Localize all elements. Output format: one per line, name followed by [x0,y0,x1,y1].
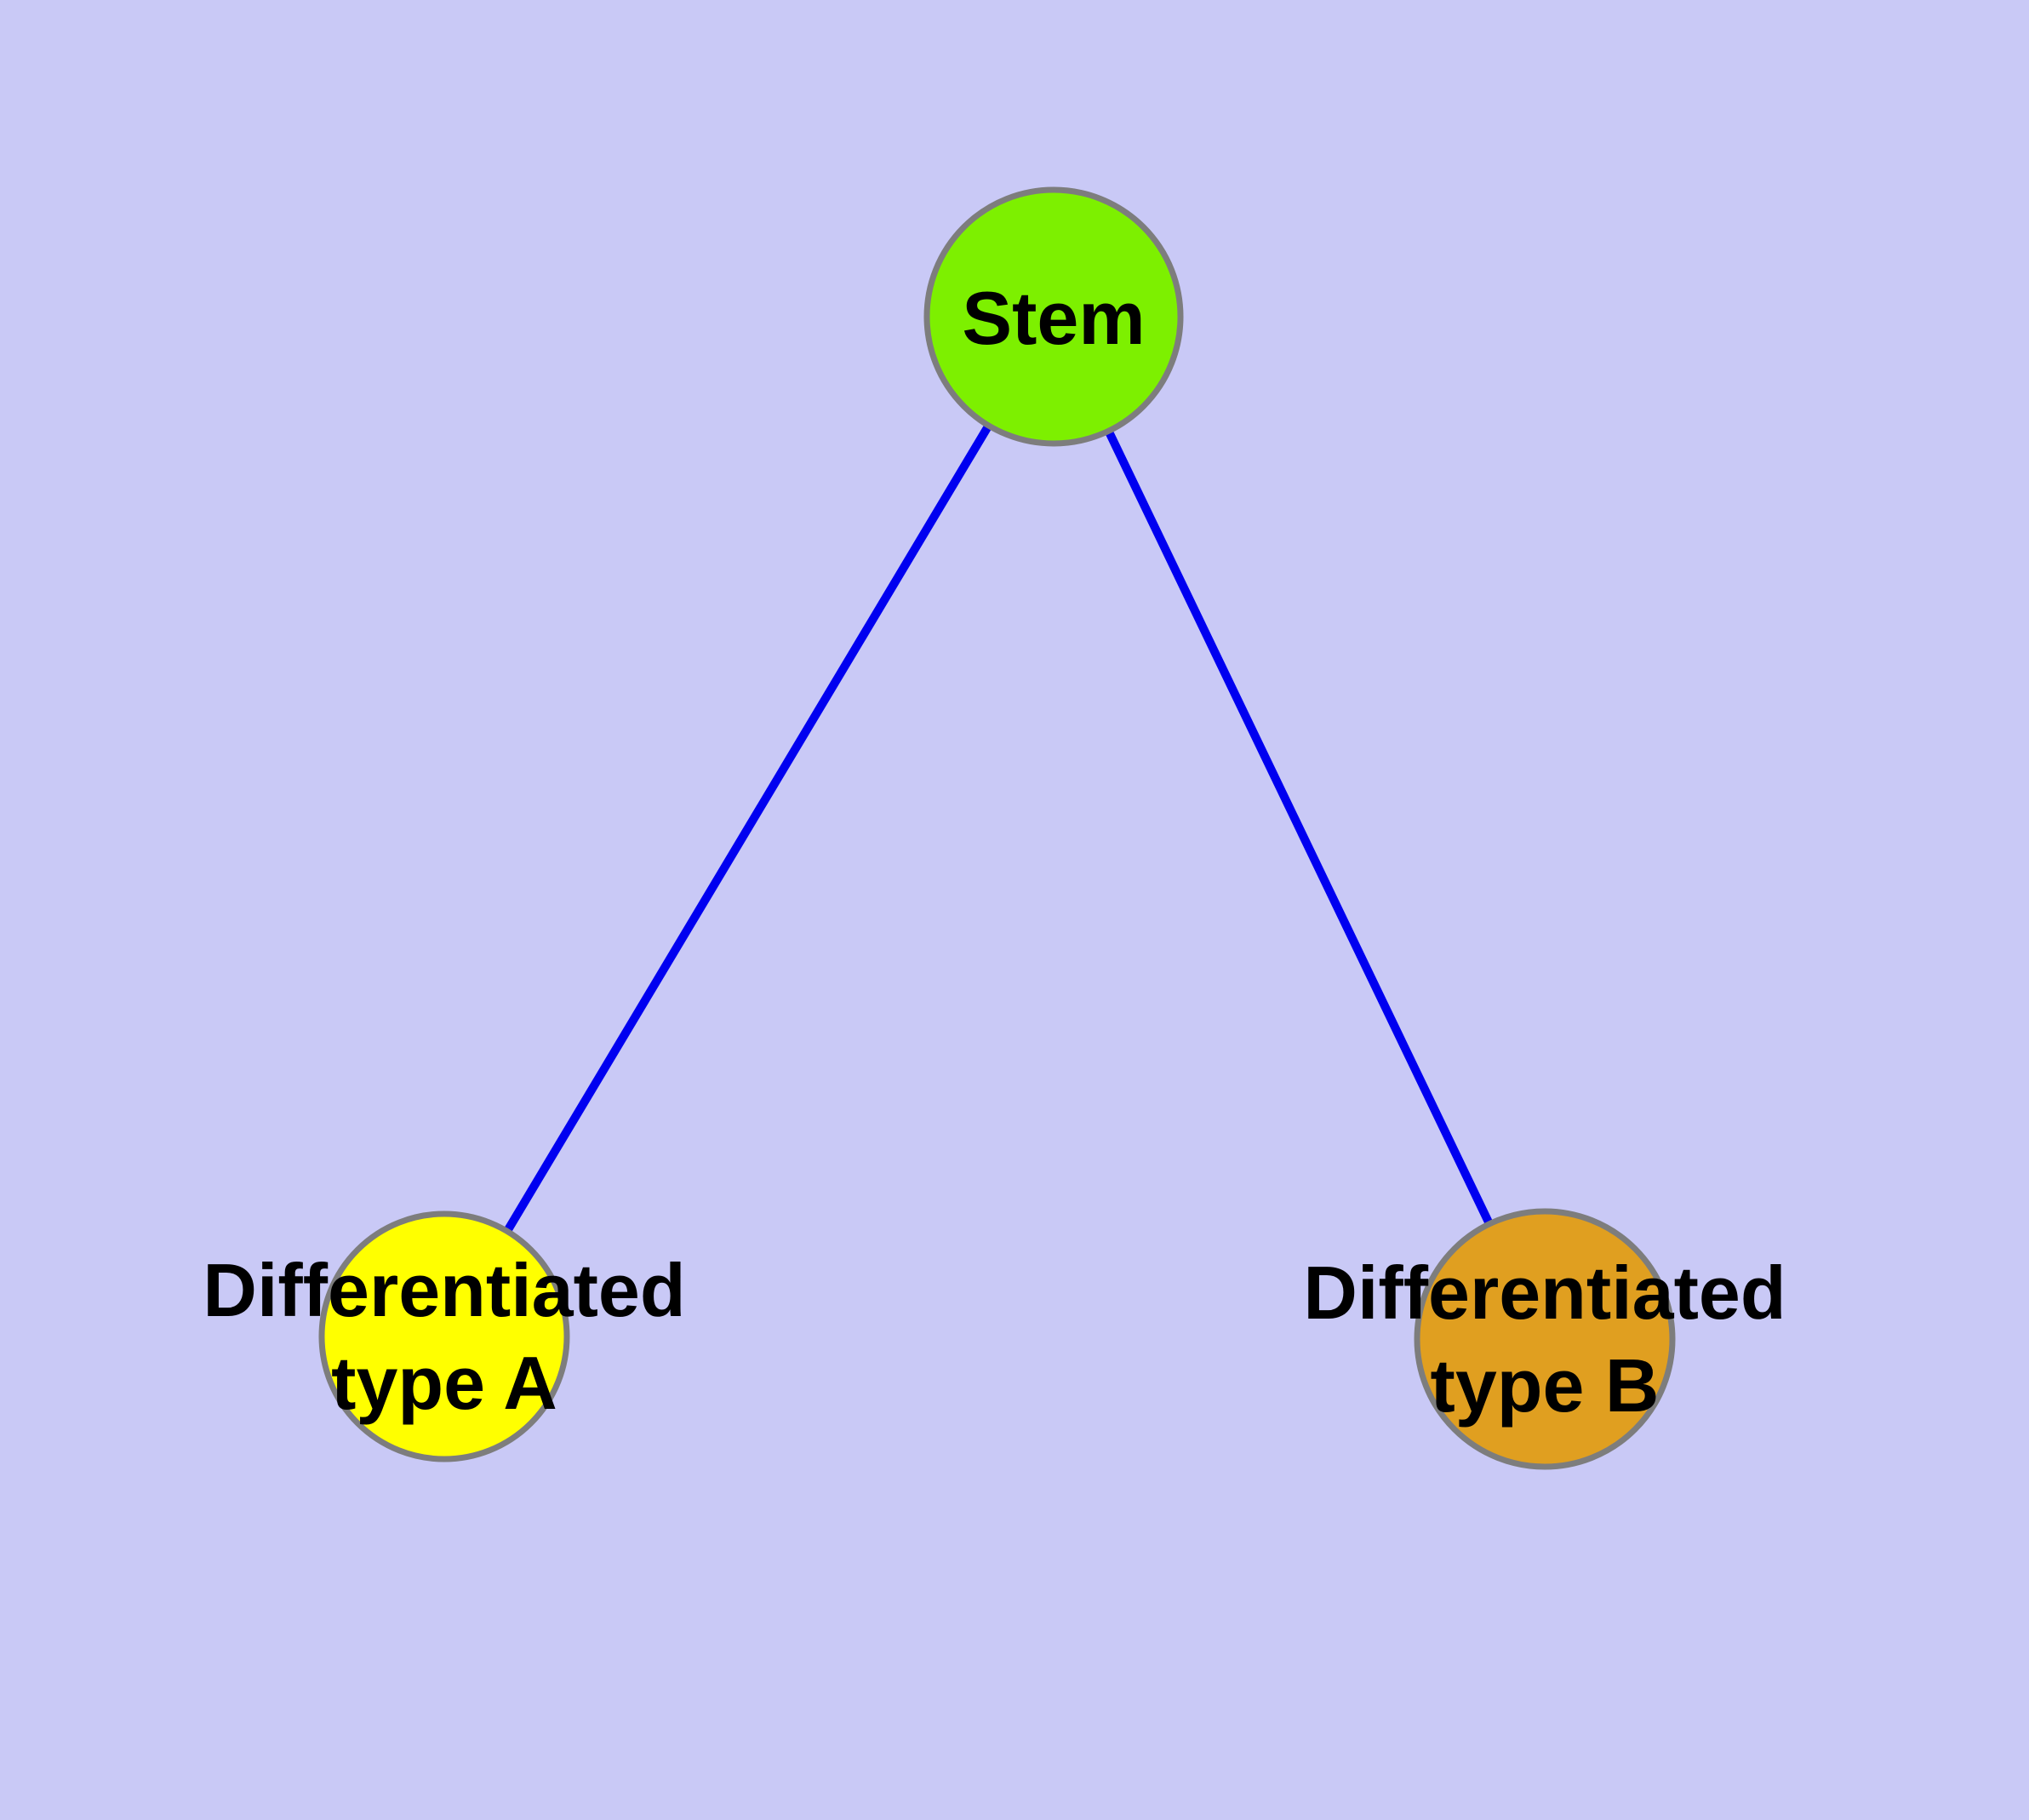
node-type-b-circle [1414,1208,1676,1470]
node-type-a-label-line1: Differentiated [203,1248,685,1332]
node-type-a-circle [318,1210,570,1462]
edge-stem-to-type-a [440,312,1058,1341]
node-differentiated-type-b: Differentiated type B [1303,1208,1786,1470]
node-differentiated-type-a: Differentiated type A [203,1210,686,1462]
edge-group [440,312,1549,1343]
node-type-b-label-line2: type B [1431,1343,1660,1428]
node-stem: Stem [923,186,1184,447]
node-stem-circle [923,186,1184,447]
node-type-a-label-line2: type A [331,1341,557,1425]
node-type-b-label-line1: Differentiated [1303,1251,1786,1335]
edge-stem-to-type-b [1049,312,1549,1343]
node-stem-label: Stem [962,276,1145,360]
